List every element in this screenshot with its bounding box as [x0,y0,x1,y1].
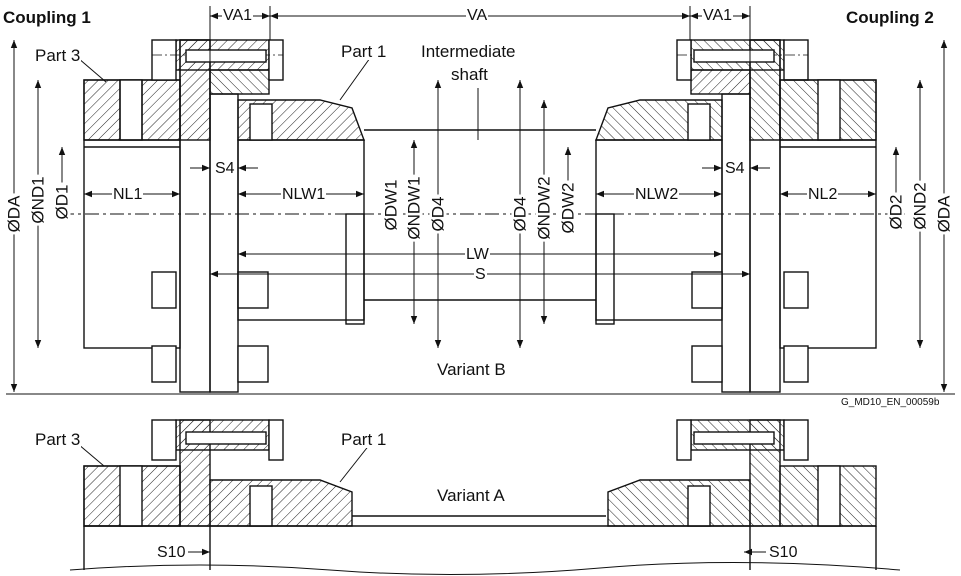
dim-nlw2: NLW2 [634,186,680,203]
dim-nlw1: NLW1 [281,186,327,203]
right-bolt-lower-2 [783,345,809,383]
intermediate-label-1: Intermediate [420,42,517,61]
part1-label-top: Part 1 [340,42,388,61]
coupling2-title: Coupling 2 [845,8,935,27]
dim-d1: ØD1 [52,182,72,222]
dim-dw2: ØDW2 [558,180,578,236]
dim-s10-left: S10 [156,544,187,561]
dim-ndw2: ØNDW2 [534,174,554,242]
right-bolt-lower-1 [783,271,809,309]
part3-label-top: Part 3 [34,46,82,65]
left-bolt-lower-2 [151,345,177,383]
intermediate-shaft [345,129,615,325]
right-top-bolt [676,39,809,81]
left-top-bolt [151,39,284,81]
dim-va: VA [466,7,489,24]
dim-va1-left: VA1 [222,7,254,24]
variant-a-section [69,419,901,576]
variant-b-label: Variant B [436,360,507,379]
part3-label-bottom: Part 3 [34,430,82,449]
dim-nl1: NL1 [112,186,144,203]
dim-lw: LW [465,246,490,263]
dim-da-left: ØDA [4,193,24,235]
dim-s: S [474,266,487,283]
intermediate-label-2: shaft [450,65,489,84]
dim-nl2: NL2 [807,186,839,203]
dim-s10-right: S10 [768,544,799,561]
dim-nd2: ØND2 [910,180,930,232]
dim-va1-right: VA1 [702,7,734,24]
right-flange [690,39,785,393]
dim-d4-right: ØD4 [510,194,530,234]
right-part1 [594,99,723,321]
dim-nd1: ØND1 [28,174,48,226]
left-bolt-lower-1 [151,271,177,309]
reference-code: G_MD10_EN_00059b [841,397,940,408]
right-hub-part3 [779,79,877,349]
dim-s4-left: S4 [214,160,236,177]
dim-dw1: ØDW1 [381,177,401,233]
dim-d4-left: ØD4 [428,194,448,234]
left-flange [175,39,270,393]
coupling1-title: Coupling 1 [2,8,92,27]
variant-a-label: Variant A [436,486,506,505]
dim-s4-right: S4 [724,160,746,177]
part1-label-bottom: Part 1 [340,430,388,449]
dim-d2: ØD2 [886,192,906,232]
dim-ndw1: ØNDW1 [404,174,424,242]
dim-da-right: ØDA [934,193,954,235]
